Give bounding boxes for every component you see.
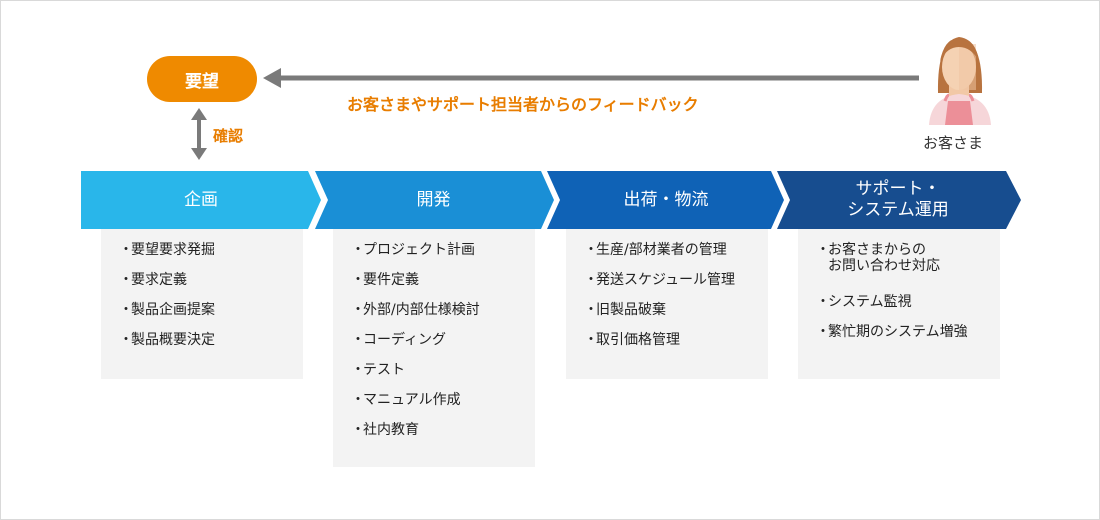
request-badge: 要望 — [147, 56, 257, 102]
list-item: ・社内教育 — [351, 422, 535, 452]
stage-title-logistics: 出荷・物流 — [553, 171, 779, 229]
stage-title-planning: 企画 — [81, 171, 321, 229]
list-item: ・システム監視 — [816, 294, 1000, 324]
list-item: ・要件定義 — [351, 272, 535, 302]
list-item: ・取引価格管理 — [584, 332, 768, 362]
stage-title-development: 開発 — [321, 171, 546, 229]
feedback-label: お客さまやサポート担当者からのフィードバック — [347, 91, 699, 115]
list-item: ・発送スケジュール管理 — [584, 272, 768, 302]
customer-label: お客さま — [923, 132, 983, 153]
task-list-support: ・お客さまからの お問い合わせ対応 ・システム監視 ・繁忙期のシステム増強 — [798, 229, 1000, 379]
stage-title-support: サポート・ システム運用 — [783, 171, 1013, 229]
list-item: ・生産/部材業者の管理 — [584, 242, 768, 272]
task-list-development: ・プロジェクト計画 ・要件定義 ・外部/内部仕様検討 ・コーディング ・テスト … — [333, 229, 535, 467]
confirm-arrow-head-up — [191, 108, 207, 120]
list-item: ・コーディング — [351, 332, 535, 362]
list-item: ・お客さまからの お問い合わせ対応 — [816, 242, 1000, 294]
list-item: ・要望要求発掘 — [119, 242, 303, 272]
list-item: ・要求定義 — [119, 272, 303, 302]
confirm-label: 確認 — [213, 125, 243, 146]
list-item: ・繁忙期のシステム増強 — [816, 324, 1000, 354]
task-list-logistics: ・生産/部材業者の管理 ・発送スケジュール管理 ・旧製品破棄 ・取引価格管理 — [566, 229, 768, 379]
feedback-arrow-head — [263, 68, 281, 88]
list-item: ・プロジェクト計画 — [351, 242, 535, 272]
list-item: ・製品企画提案 — [119, 302, 303, 332]
list-item: ・製品概要決定 — [119, 332, 303, 362]
list-item: ・旧製品破棄 — [584, 302, 768, 332]
list-item: ・外部/内部仕様検討 — [351, 302, 535, 332]
task-list-planning: ・要望要求発掘 ・要求定義 ・製品企画提案 ・製品概要決定 — [101, 229, 303, 379]
list-item: ・テスト — [351, 362, 535, 392]
customer-avatar-icon — [929, 37, 991, 125]
list-item: ・マニュアル作成 — [351, 392, 535, 422]
confirm-arrow-head-down — [191, 148, 207, 160]
